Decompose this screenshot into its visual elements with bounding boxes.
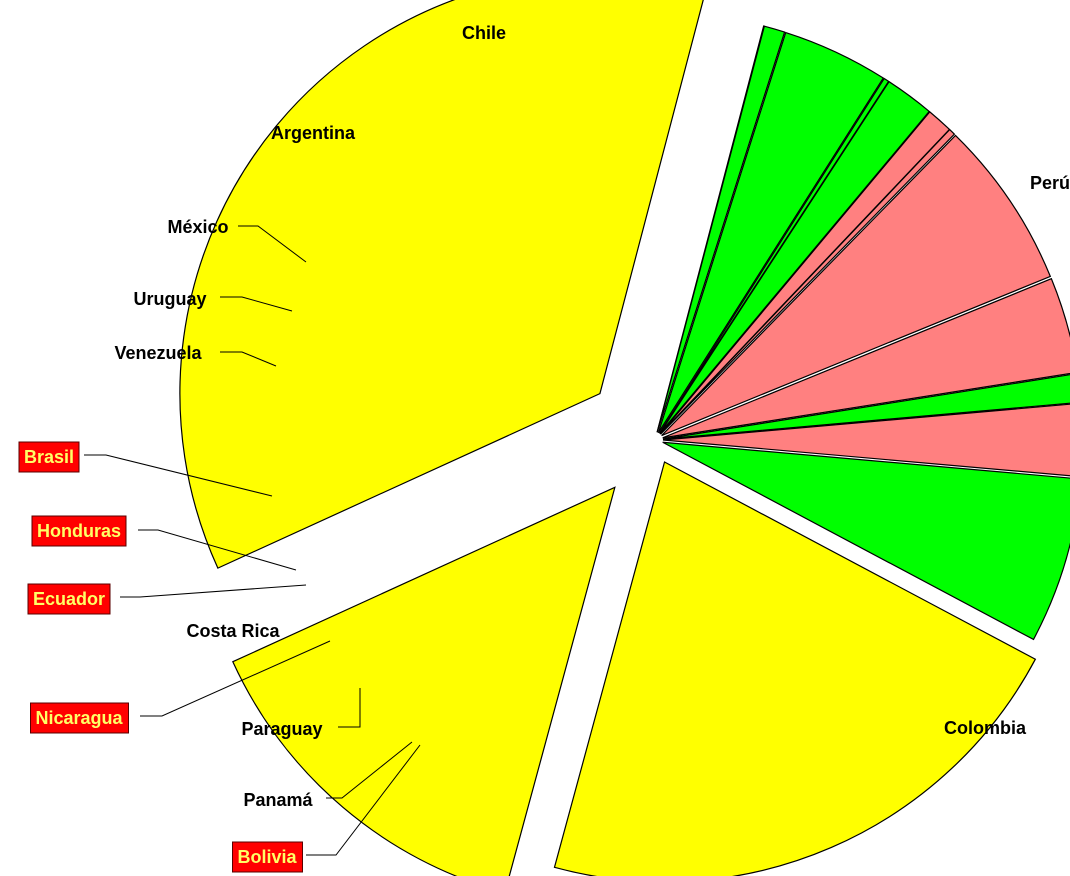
label-brasil: Brasil xyxy=(18,441,80,473)
label-highlight-box xyxy=(232,841,303,873)
label-honduras: Honduras xyxy=(31,515,127,547)
pie-slices xyxy=(179,0,1070,876)
leader-line-ecuador xyxy=(120,584,307,598)
label-highlight-box xyxy=(31,515,127,547)
slice-label-text: Chile xyxy=(462,23,506,43)
slice-panama xyxy=(656,25,786,433)
leader-lines xyxy=(84,225,421,856)
slice-label-text: Argentina xyxy=(271,123,356,143)
label-venezuela: Venezuela xyxy=(114,343,202,363)
label-colombia: Colombia xyxy=(944,718,1027,738)
leader-line-paraguay xyxy=(338,688,361,728)
slice-label-text: Uruguay xyxy=(133,289,206,309)
label-paraguay: Paraguay xyxy=(241,719,322,739)
slice-label-text: Perú xyxy=(1030,173,1070,193)
leader-line-venezuela xyxy=(220,351,277,367)
slice-costa-rica xyxy=(659,80,931,434)
slice-label-text: Venezuela xyxy=(114,343,202,363)
label-costa-rica: Costa Rica xyxy=(186,621,280,641)
label-highlight-box xyxy=(30,702,129,734)
slice-colombia xyxy=(179,0,704,569)
slice-label-text: Costa Rica xyxy=(186,621,280,641)
slice-argentina xyxy=(662,441,1070,641)
label-highlight-box xyxy=(27,583,111,615)
slice-label-text: Paraguay xyxy=(241,719,322,739)
slice-label-text: Bolivia xyxy=(237,847,297,867)
slice-peru xyxy=(232,486,616,876)
label-panama: Panamá xyxy=(243,790,313,810)
label-chile: Chile xyxy=(462,23,506,43)
leader-line-nicaragua xyxy=(140,640,331,717)
label-highlight-box xyxy=(18,441,80,473)
slice-label-text: Brasil xyxy=(24,447,74,467)
slice-uruguay xyxy=(662,374,1070,440)
label-ecuador: Ecuador xyxy=(27,583,111,615)
leader-line-mexico xyxy=(238,225,307,263)
slice-venezuela xyxy=(662,277,1070,439)
label-uruguay: Uruguay xyxy=(133,289,206,309)
leader-line-honduras xyxy=(138,529,297,571)
slice-paraguay xyxy=(657,31,885,434)
slice-label-text: Honduras xyxy=(37,521,121,541)
label-argentina: Argentina xyxy=(271,123,356,143)
leader-line-brasil xyxy=(84,454,273,497)
slice-label-text: Nicaragua xyxy=(35,708,123,728)
slice-brasil xyxy=(661,134,1052,437)
leader-line-bolivia xyxy=(306,744,421,856)
slice-honduras xyxy=(660,128,956,435)
slice-label-text: Colombia xyxy=(944,718,1027,738)
slice-mexico xyxy=(662,403,1070,477)
slice-chile xyxy=(553,461,1037,876)
label-mexico: México xyxy=(167,217,228,237)
label-nicaragua: Nicaragua xyxy=(30,702,129,734)
slice-label-text: México xyxy=(167,217,228,237)
leader-line-panama xyxy=(326,741,413,799)
slice-label-text: Ecuador xyxy=(33,589,105,609)
label-bolivia: Bolivia xyxy=(232,841,303,873)
slice-label-text: Panamá xyxy=(243,790,313,810)
label-peru: Perú xyxy=(1030,173,1070,193)
leader-line-uruguay xyxy=(220,296,293,312)
